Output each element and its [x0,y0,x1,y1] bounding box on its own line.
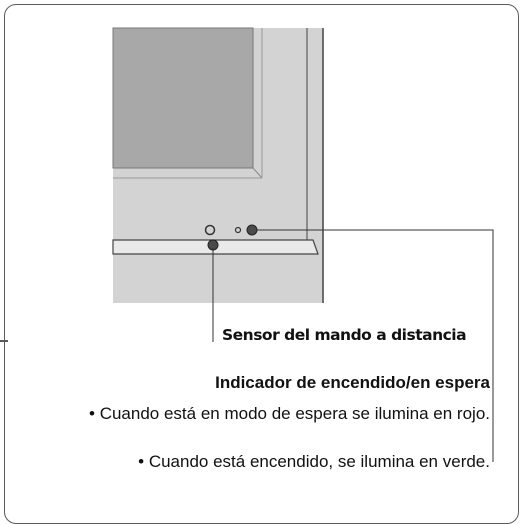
led-leader-line [256,229,494,462]
sensor-label: Sensor del mando a distancia [222,326,467,344]
indicator-bullet-standby: • Cuando está en modo de espera se ilumi… [89,404,490,423]
indicator-bullet-on: • Cuando está encendido, se ilumina en v… [138,452,490,471]
standby-led [246,224,258,236]
tv-illustration [112,27,494,462]
left-margin-tick [0,340,8,342]
screen-bevel [252,167,263,179]
indicator-title: Indicador de encendido/en espera [215,373,490,392]
small-indicator-ring [234,226,242,234]
tv-screen [112,27,254,169]
power-button [204,224,216,236]
